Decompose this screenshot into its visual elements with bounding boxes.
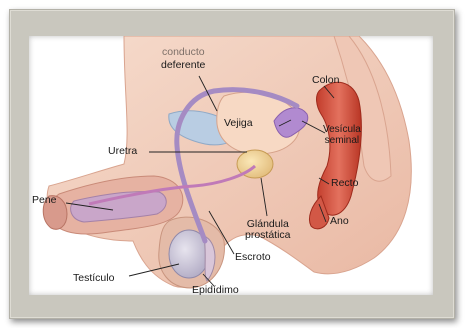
label-vesicula-seminal: Vesícula seminal xyxy=(323,124,361,146)
label-uretra: Uretra xyxy=(108,146,137,157)
diagram-panel: conducto deferente Colon Vejiga Vesícula… xyxy=(29,36,433,295)
label-glandula-prostatica: Glándula prostática xyxy=(245,219,291,241)
label-vejiga: Vejiga xyxy=(224,118,253,129)
label-pene: Pene xyxy=(32,195,57,206)
label-escroto: Escroto xyxy=(235,252,271,263)
anatomy-illustration xyxy=(29,36,433,295)
label-recto: Recto xyxy=(331,178,358,189)
label-ano: Ano xyxy=(330,216,349,227)
label-conducto: conducto xyxy=(162,47,205,58)
picture-frame: conducto deferente Colon Vejiga Vesícula… xyxy=(9,9,455,319)
label-epididimo: Epidídimo xyxy=(192,285,239,295)
label-deferente: deferente xyxy=(161,60,205,71)
label-colon: Colon xyxy=(312,75,339,86)
label-testiculo: Testículo xyxy=(73,273,114,284)
